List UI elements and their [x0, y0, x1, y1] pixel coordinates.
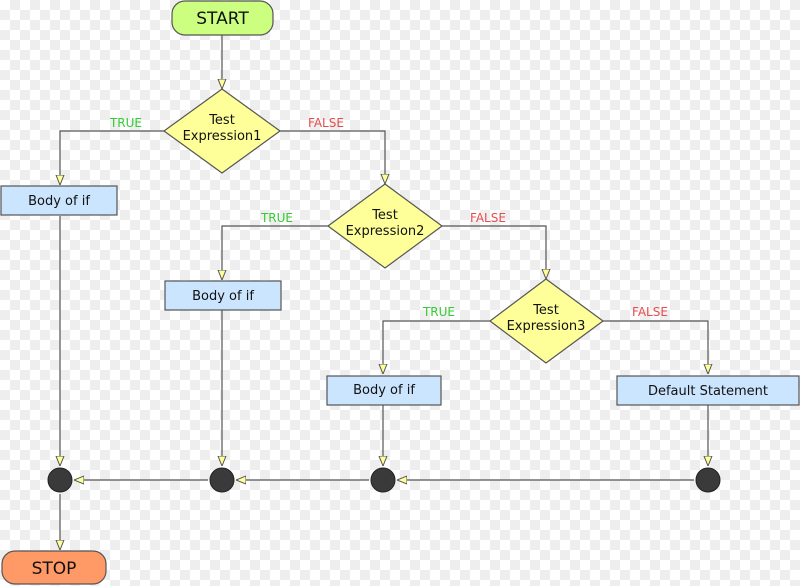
decision1-line1: Test	[208, 113, 235, 128]
junction-4	[695, 467, 721, 493]
decision-expression2: Test Expression2	[326, 183, 444, 269]
junction-3	[370, 467, 396, 493]
decision2-line2: Expression2	[346, 224, 425, 239]
default-statement-label: Default Statement	[648, 384, 768, 399]
decision1-line2: Expression1	[183, 129, 262, 144]
stop-node: STOP	[1, 550, 107, 585]
decision3-line1: Test	[532, 303, 559, 318]
decision2-false-label: FALSE	[470, 211, 506, 225]
start-node: START	[171, 0, 274, 36]
connector-decision2-true	[222, 225, 328, 280]
stop-label: STOP	[32, 559, 77, 579]
body-of-if-2: Body of if	[164, 280, 282, 311]
body1-label: Body of if	[28, 194, 90, 209]
junction-1	[47, 467, 73, 493]
junction-2	[209, 467, 235, 493]
decision2-line1: Test	[371, 208, 398, 223]
body2-label: Body of if	[192, 289, 254, 304]
decision3-line2: Expression3	[507, 319, 586, 334]
decision-expression1: Test Expression1	[162, 88, 282, 174]
start-label: START	[196, 9, 249, 29]
connectors	[60, 35, 708, 550]
connector-decision3-true	[383, 320, 490, 374]
connector-decision2-false	[442, 225, 546, 279]
decision3-true-label: TRUE	[422, 305, 455, 319]
decision1-false-label: FALSE	[308, 116, 344, 130]
decision1-true-label: TRUE	[109, 116, 142, 130]
default-statement-box: Default Statement	[616, 375, 800, 406]
connector-decision1-true	[60, 130, 164, 185]
body-of-if-1: Body of if	[0, 185, 118, 216]
connector-decision3-false	[603, 320, 708, 374]
decision-expression3: Test Expression3	[489, 278, 605, 364]
decision2-true-label: TRUE	[260, 211, 293, 225]
decision3-false-label: FALSE	[632, 305, 668, 319]
connector-decision1-false	[280, 130, 385, 184]
body-of-if-3: Body of if	[326, 375, 442, 406]
body3-label: Body of if	[353, 383, 415, 398]
